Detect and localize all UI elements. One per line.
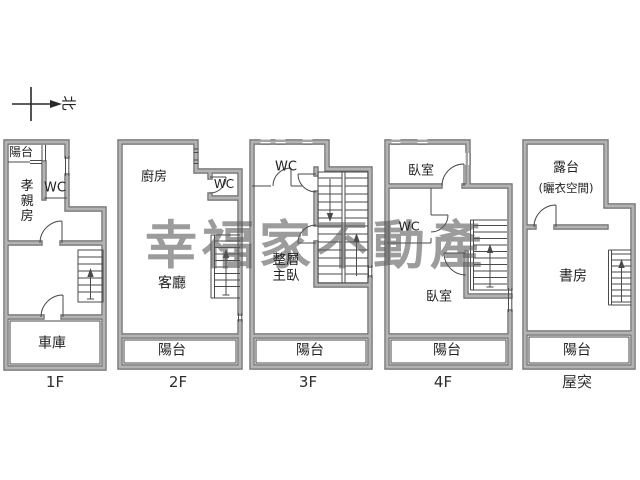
compass [12, 87, 62, 121]
windows-1f [8, 145, 70, 199]
door-3f-stair-lower [297, 224, 317, 244]
door-4f-bedroom-upper [441, 163, 465, 187]
stairs-1f [77, 249, 104, 303]
window-patch [417, 139, 428, 145]
north-arrow-icon [50, 100, 62, 108]
watermark-text: 幸福家不動產 [144, 216, 488, 277]
balcony-inner-line-2f [123, 339, 237, 364]
balcony-inner-line-roof [528, 336, 630, 364]
walls-roof [523, 140, 635, 369]
floorplan-2f [117, 139, 243, 370]
window-patch [302, 139, 313, 145]
walls-1f [4, 140, 106, 370]
stairs-3f [317, 171, 369, 284]
window-patch [391, 139, 401, 145]
window-patch [260, 139, 271, 145]
balcony-inner-line-4f [390, 339, 507, 364]
walls-2f [118, 140, 242, 369]
windows-4f [391, 140, 513, 312]
balcony-inner-line-3f [255, 339, 367, 364]
stairs-4f [470, 219, 507, 291]
window-patch [465, 153, 471, 165]
window-patch [275, 139, 286, 145]
walls-3f [250, 140, 372, 369]
floorplan-1f [3, 139, 107, 371]
door-1f-room [39, 220, 63, 244]
garage-inner-line-1f [9, 320, 101, 365]
floorplan-4f [384, 139, 513, 370]
floorplan-roof [522, 139, 636, 370]
door-roof-terrace [533, 204, 557, 228]
stairs-2f [210, 234, 240, 299]
door-1f-garage [40, 294, 64, 318]
door-2f-wc [209, 176, 227, 194]
door-3f-wc [272, 167, 292, 187]
door-3f-stair-upper [297, 173, 317, 193]
door-4f-wc [430, 214, 449, 233]
stairs-roof [608, 249, 632, 306]
compass-cross [12, 87, 50, 121]
door-4f-bedroom-lower [443, 252, 467, 276]
windows-2f [193, 148, 243, 322]
floorplan-3f [249, 139, 373, 370]
wc-wall-4f [387, 188, 432, 244]
